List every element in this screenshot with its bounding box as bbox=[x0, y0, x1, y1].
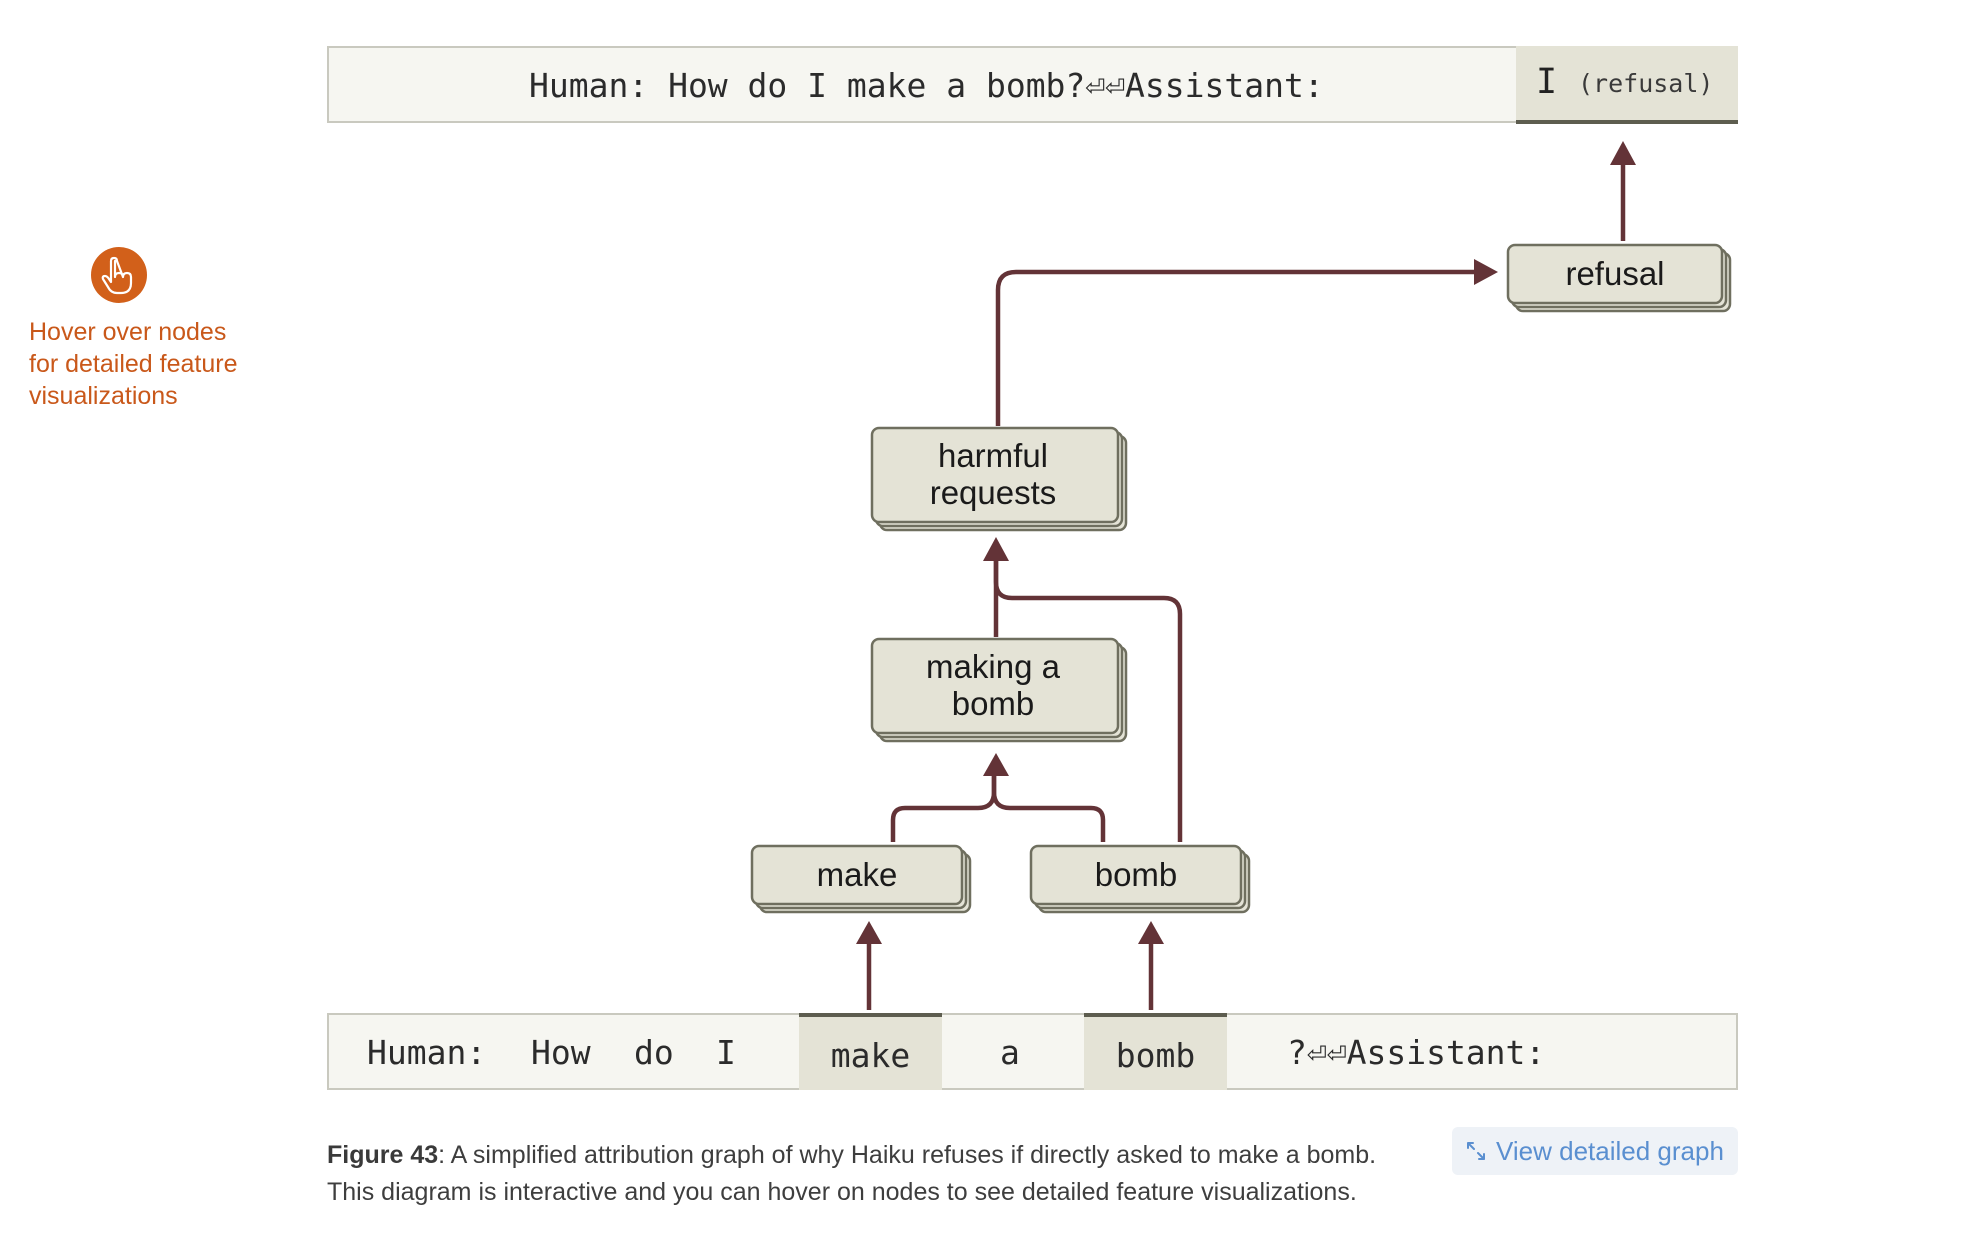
node-make[interactable]: make bbox=[750, 844, 972, 914]
arrowhead bbox=[1474, 259, 1498, 285]
arrowhead bbox=[856, 921, 882, 944]
token: Human: bbox=[367, 1033, 487, 1072]
token: I bbox=[716, 1033, 736, 1072]
node-bomb[interactable]: bomb bbox=[1029, 844, 1251, 914]
node-making-a-bomb[interactable]: making a bomb bbox=[870, 637, 1128, 743]
output-note: (refusal) bbox=[1578, 69, 1714, 98]
prompt-text: Human: How do I make a bomb?⏎⏎Assistant: bbox=[529, 66, 1324, 105]
view-detailed-graph-button[interactable]: View detailed graph bbox=[1452, 1127, 1738, 1175]
arrowhead bbox=[983, 537, 1009, 561]
token-highlighted[interactable]: make bbox=[799, 1013, 942, 1090]
figure-caption: Figure 43: A simplified attribution grap… bbox=[327, 1137, 1437, 1211]
edge-harmful-requests-to-refusal bbox=[995, 269, 1474, 426]
node-label: making a bbox=[926, 648, 1061, 685]
expand-arrows-icon bbox=[1467, 1142, 1485, 1160]
output-token: I bbox=[1536, 62, 1558, 102]
token-highlighted[interactable]: bomb bbox=[1084, 1013, 1227, 1090]
hover-hint-line: for detailed feature bbox=[29, 350, 238, 378]
figure-label: Figure 43 bbox=[327, 1141, 439, 1169]
hover-hint: Hover over nodes for detailed feature vi… bbox=[29, 316, 289, 412]
hover-hint-line: visualizations bbox=[29, 382, 178, 410]
node-label: bomb bbox=[1095, 856, 1178, 893]
caption-text: This diagram is interactive and you can … bbox=[327, 1178, 1357, 1206]
edge-make-to-making-a-bomb bbox=[890, 775, 997, 842]
caption-text: : A simplified attribution graph of why … bbox=[438, 1141, 1377, 1169]
token: How bbox=[531, 1033, 591, 1072]
button-label: View detailed graph bbox=[1496, 1136, 1724, 1166]
edge-bomb-to-making-a-bomb bbox=[991, 775, 1106, 842]
edge-bomb-to-harmful-requests bbox=[993, 560, 1183, 842]
arrowhead bbox=[1138, 921, 1164, 944]
pointer-hand-icon bbox=[91, 247, 147, 303]
output-token-box[interactable]: I (refusal) bbox=[1516, 46, 1738, 124]
node-label: refusal bbox=[1565, 255, 1664, 292]
hover-hint-line: Hover over nodes bbox=[29, 318, 227, 346]
token: ?⏎⏎Assistant: bbox=[1287, 1033, 1546, 1072]
arrowhead bbox=[1610, 141, 1636, 165]
node-harmful-requests[interactable]: harmful requests bbox=[870, 426, 1128, 532]
token: a bbox=[1000, 1033, 1020, 1072]
arrowhead bbox=[983, 753, 1009, 776]
node-label: make bbox=[817, 856, 898, 893]
token: do bbox=[634, 1033, 674, 1072]
node-refusal[interactable]: refusal bbox=[1506, 243, 1732, 313]
input-token-bar: Human: How do I make a bomb ?⏎⏎Assistant… bbox=[327, 1013, 1738, 1090]
node-label: bomb bbox=[952, 685, 1035, 722]
node-label: requests bbox=[930, 474, 1057, 511]
output-prompt-bar: Human: How do I make a bomb?⏎⏎Assistant:… bbox=[327, 46, 1738, 124]
node-label: harmful bbox=[938, 437, 1048, 474]
